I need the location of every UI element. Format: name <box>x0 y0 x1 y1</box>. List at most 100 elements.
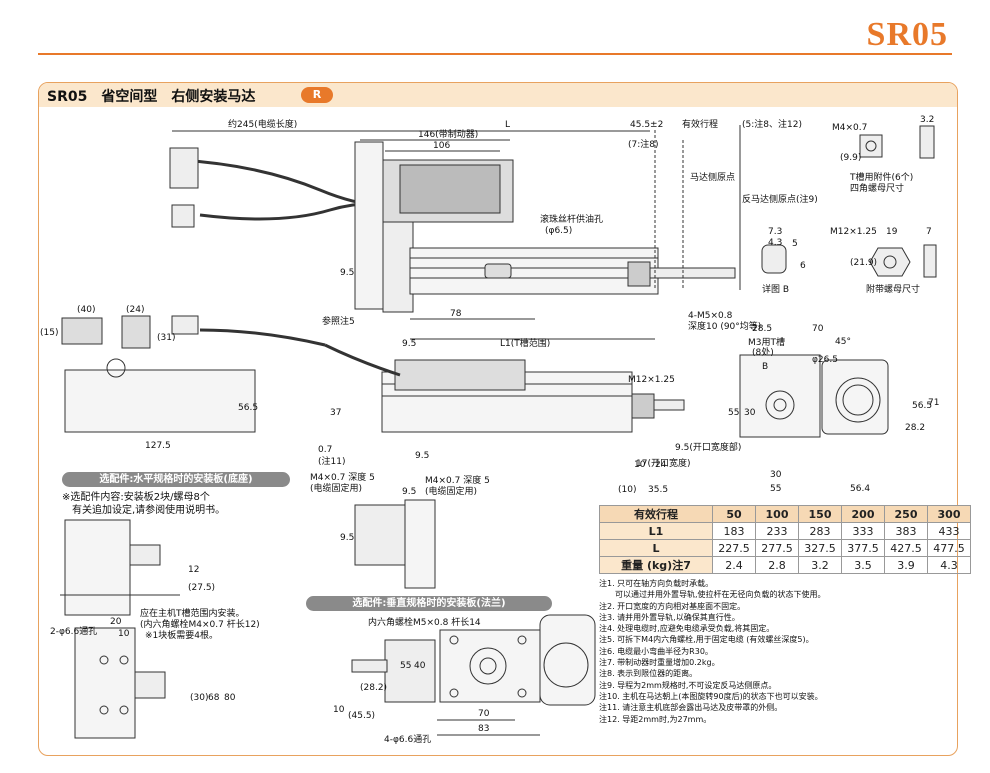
row-label: L <box>599 539 713 557</box>
table-cell: 283 <box>798 522 842 540</box>
dim-6: 6 <box>800 261 806 271</box>
dim-15: (15) <box>40 328 58 338</box>
table-cell: 233 <box>755 522 799 540</box>
table-cell: 377.5 <box>841 539 885 557</box>
spec-header-cell: 300 <box>927 505 971 523</box>
label-base-hole: 2-φ6.6通孔 <box>50 626 97 637</box>
dim-19: 19 <box>886 227 898 237</box>
table-cell: 4.3 <box>927 556 971 574</box>
note-item: 注6. 电缆最小弯曲半径为R30。 <box>599 646 713 656</box>
dim-28-2: 28.2 <box>905 423 925 433</box>
dim-70-end: 70 <box>812 324 824 334</box>
table-cell: 333 <box>841 522 885 540</box>
dim-effective-stroke: 有效行程 <box>682 118 718 130</box>
label-m3b: (8处) <box>752 346 774 358</box>
table-cell: 327.5 <box>798 539 842 557</box>
brand-title: SR05 <box>866 16 948 53</box>
dim-37: 37 <box>330 408 341 418</box>
dim-106: 106 <box>433 141 450 151</box>
note-item: 注11. 请注意主机底部会露出马达及皮带罩的外侧。 <box>599 703 783 713</box>
table-cell: 477.5 <box>927 539 971 557</box>
dim-4-3: 4.3 <box>768 238 782 248</box>
label-detail-b: 详图 B <box>762 283 789 295</box>
table-cell: 3.5 <box>841 556 885 574</box>
dim-21-9: (21.9) <box>850 258 877 268</box>
label-m12: M12×1.25 <box>628 375 675 385</box>
spec-header-cell: 50 <box>712 505 756 523</box>
dim-30-end: 30 <box>744 408 756 418</box>
dim-flange-28-2: (28.2) <box>360 683 387 693</box>
dim-24: (24) <box>126 305 144 315</box>
label-opposite-origin: 反马达侧原点(注9) <box>742 193 818 205</box>
dim-note-7-8: (7:注8) <box>628 138 659 150</box>
right-mount-badge: R <box>301 87 333 103</box>
note-item: 注2. 开口宽度的方向相对基座面不固定。 <box>599 601 746 611</box>
row-label: L1 <box>599 522 713 540</box>
label-B: B <box>762 362 768 372</box>
dim-9-5-front: 9.5 <box>415 451 429 461</box>
table-cell: 277.5 <box>755 539 799 557</box>
table-cell: 183 <box>712 522 756 540</box>
panel-header: SR05 省空间型 右侧安装马达 R <box>39 83 957 107</box>
dim-brake-146: 146(带制动器) <box>418 128 478 140</box>
spec-table: 有效行程 50 100 150 200 250 300 L1 183 233 2… <box>599 505 971 574</box>
dim-L1: L1(T槽范围) <box>500 337 550 349</box>
dim-flange-55: 55 <box>400 661 411 671</box>
dim-base-10: 10 <box>118 629 130 639</box>
label-m4-nut: M4×0.7 <box>832 123 867 133</box>
dim-side-9-5b: 9.5 <box>340 533 354 543</box>
note-item: 注10. 主机在马达朝上(本图旋转90度后)的状态下也可以安装。 <box>599 691 823 701</box>
label-flange-bolt: 内六角螺栓M5×0.8 杆长14 <box>368 616 481 628</box>
label-m3: M3用T槽 <box>748 336 785 348</box>
label-install1: 应在主机T槽范围内安装。 <box>140 607 245 619</box>
label-open-width17: 17(开口宽度) <box>636 457 690 469</box>
dim-cable-length: 约245(电缆长度) <box>228 118 297 130</box>
dim-31: (31) <box>157 333 175 343</box>
dim-base-30: (30) <box>190 693 208 703</box>
label-t-slot: T槽用附件(6个) <box>849 171 913 183</box>
dim-5: 5 <box>792 239 798 249</box>
label-nut-size: 附带螺母尺寸 <box>866 283 920 295</box>
note-item: 注12. 导距2mm时,为27mm。 <box>599 714 712 724</box>
spec-header-cell: 250 <box>884 505 928 523</box>
dim-base-12: 12 <box>188 565 199 575</box>
dim-3-2: 3.2 <box>920 115 934 125</box>
label-m4-front: M4×0.7 深度 5 <box>310 471 375 483</box>
notes-list: 注1. 只可在轴方向负载时承载。 可以通过并用外置导轨,使拉杆在无径向负载的状态… <box>599 578 826 725</box>
dim-71: 71 <box>928 398 939 408</box>
dim-7: 7 <box>926 227 932 237</box>
flange-option-bar: 选配件:垂直规格时的安装板(法兰) <box>306 596 552 611</box>
dim-stroke-offset: 45.5±2 <box>630 120 663 130</box>
table-row: L 227.5 277.5 327.5 377.5 427.5 477.5 <box>599 539 971 557</box>
note-item: 注5. 可拆下M4内六角螺栓,用于固定电缆 (有效螺丝深度5)。 <box>599 635 814 645</box>
spec-header-cell: 150 <box>798 505 842 523</box>
dim-9-5-top: 9.5 <box>340 268 354 278</box>
table-row: 重量 (kg)注7 2.4 2.8 3.2 3.5 3.9 4.3 <box>599 556 971 574</box>
base-option-line1: ※选配件内容:安装板2块/螺母8个 <box>62 492 210 503</box>
dim-56-4: 56.4 <box>850 484 870 494</box>
label-ref-note5: 参照注5 <box>322 315 355 327</box>
label-install3: ※1块板需要4根。 <box>145 629 218 641</box>
dim-base-68: 68 <box>208 693 220 703</box>
dim-28-5: 28.5 <box>752 324 772 334</box>
dim-10-front: 10 <box>634 460 646 470</box>
dim-30-bottom: 30 <box>770 470 782 480</box>
dim-24-front: 24 <box>655 460 667 470</box>
dim-base-20: 20 <box>110 617 122 627</box>
dim-base-80: 80 <box>224 693 236 703</box>
header-rule <box>38 53 952 55</box>
note-item: 可以通过并用外置导轨,使拉杆在无径向负载的状态下使用。 <box>599 590 826 600</box>
label-45: 45° <box>835 337 851 347</box>
label-side-m4: M4×0.7 深度 5 <box>425 474 490 486</box>
table-cell: 433 <box>927 522 971 540</box>
dim-note-8-12: (5:注8、注12) <box>742 118 802 130</box>
table-cell: 3.9 <box>884 556 928 574</box>
row-label: 重量 (kg)注7 <box>599 556 713 574</box>
dim-0-7: 0.7 <box>318 445 332 455</box>
note-item: 注3. 请并用外置导轨,以确保其直行性。 <box>599 612 740 622</box>
dim-side-9-5: 9.5 <box>402 487 416 497</box>
label-install2: (内六角螺栓M4×0.7 杆长12) <box>140 618 260 630</box>
dim-flange-83: 83 <box>478 724 489 734</box>
label-m5: 4-M5×0.8 <box>688 311 733 321</box>
